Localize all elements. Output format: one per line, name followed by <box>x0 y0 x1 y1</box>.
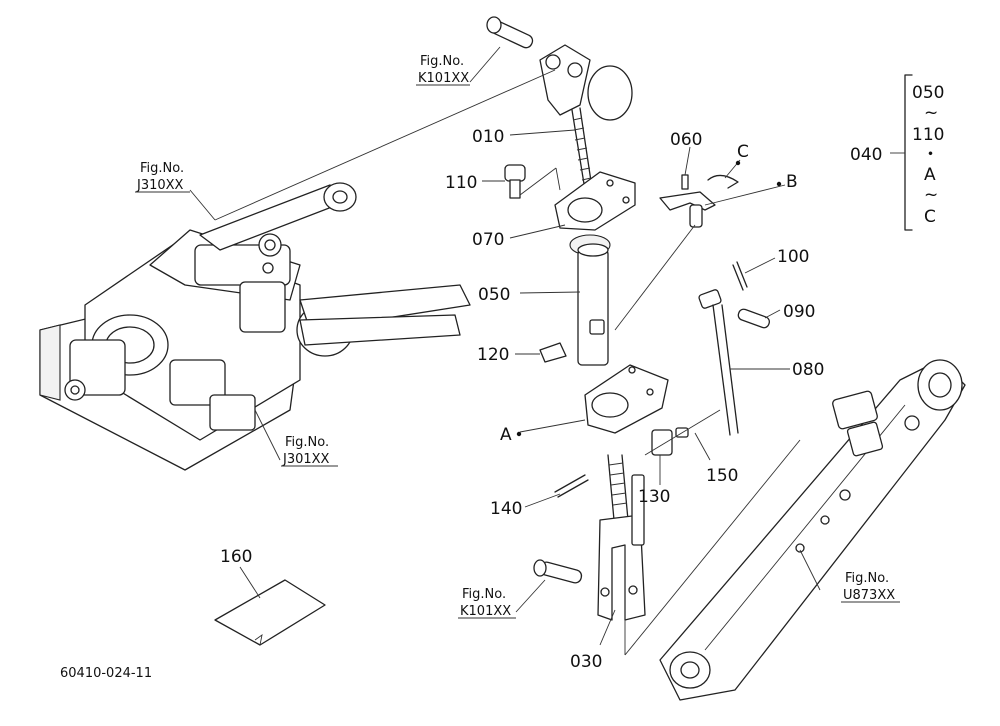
assembly-group: 040 050 ~ 110 ・ A ~ C <box>850 83 944 227</box>
letter-labels: A B C <box>500 142 798 445</box>
part-labels: 010 030 050 060 070 080 090 100 110 120 … <box>220 127 824 672</box>
svg-text:C: C <box>924 207 936 227</box>
letter-b: B <box>786 172 798 192</box>
svg-text:J310XX: J310XX <box>136 178 184 193</box>
fig-ref-k101-bottom: Fig.No. K101XX <box>458 587 516 619</box>
svg-text:Fig.No.: Fig.No. <box>845 571 889 586</box>
part-label-010: 010 <box>472 127 504 147</box>
part-label-050: 050 <box>478 285 510 305</box>
svg-text:Fig.No.: Fig.No. <box>462 587 506 602</box>
svg-text:Fig.No.: Fig.No. <box>420 54 464 69</box>
part-label-060: 060 <box>670 130 702 150</box>
part-label-140: 140 <box>490 499 522 519</box>
svg-text:U873XX: U873XX <box>843 588 895 603</box>
assembly-group-label: 040 <box>850 145 882 165</box>
fig-ref-j310: Fig.No. J310XX <box>135 161 190 193</box>
svg-text:J301XX: J301XX <box>282 452 330 467</box>
part-label-120: 120 <box>477 345 509 365</box>
svg-text:~: ~ <box>924 185 938 205</box>
part-label-090: 090 <box>783 302 815 322</box>
lift-rod-assembly <box>486 16 770 621</box>
letter-a: A <box>500 425 512 445</box>
lower-link <box>659 359 966 701</box>
part-label-160: 160 <box>220 547 252 567</box>
part-label-030: 030 <box>570 652 602 672</box>
diagram-code: 60410-024-11 <box>60 666 152 681</box>
hydraulic-housing <box>39 182 471 471</box>
svg-text:050: 050 <box>912 83 944 103</box>
part-label-080: 080 <box>792 360 824 380</box>
part-label-150: 150 <box>706 466 738 486</box>
leader-lines <box>189 46 913 656</box>
fig-ref-k101-top: Fig.No. K101XX <box>416 54 470 86</box>
svg-text:~: ~ <box>924 103 938 123</box>
svg-text:Fig.No.: Fig.No. <box>140 161 184 176</box>
part-label-070: 070 <box>472 230 504 250</box>
decal-sheet <box>214 579 326 646</box>
fig-ref-u873: Fig.No. U873XX <box>841 571 900 603</box>
svg-text:A: A <box>924 165 936 185</box>
svg-text:110: 110 <box>912 125 944 145</box>
svg-text:Fig.No.: Fig.No. <box>285 435 329 450</box>
letter-c: C <box>737 142 749 162</box>
fig-ref-j301: Fig.No. J301XX <box>281 435 338 467</box>
part-label-130: 130 <box>638 487 670 507</box>
svg-text:K101XX: K101XX <box>460 604 511 619</box>
part-label-110: 110 <box>445 173 477 193</box>
svg-text:・: ・ <box>922 145 939 165</box>
svg-text:K101XX: K101XX <box>418 71 469 86</box>
part-label-100: 100 <box>777 247 809 267</box>
